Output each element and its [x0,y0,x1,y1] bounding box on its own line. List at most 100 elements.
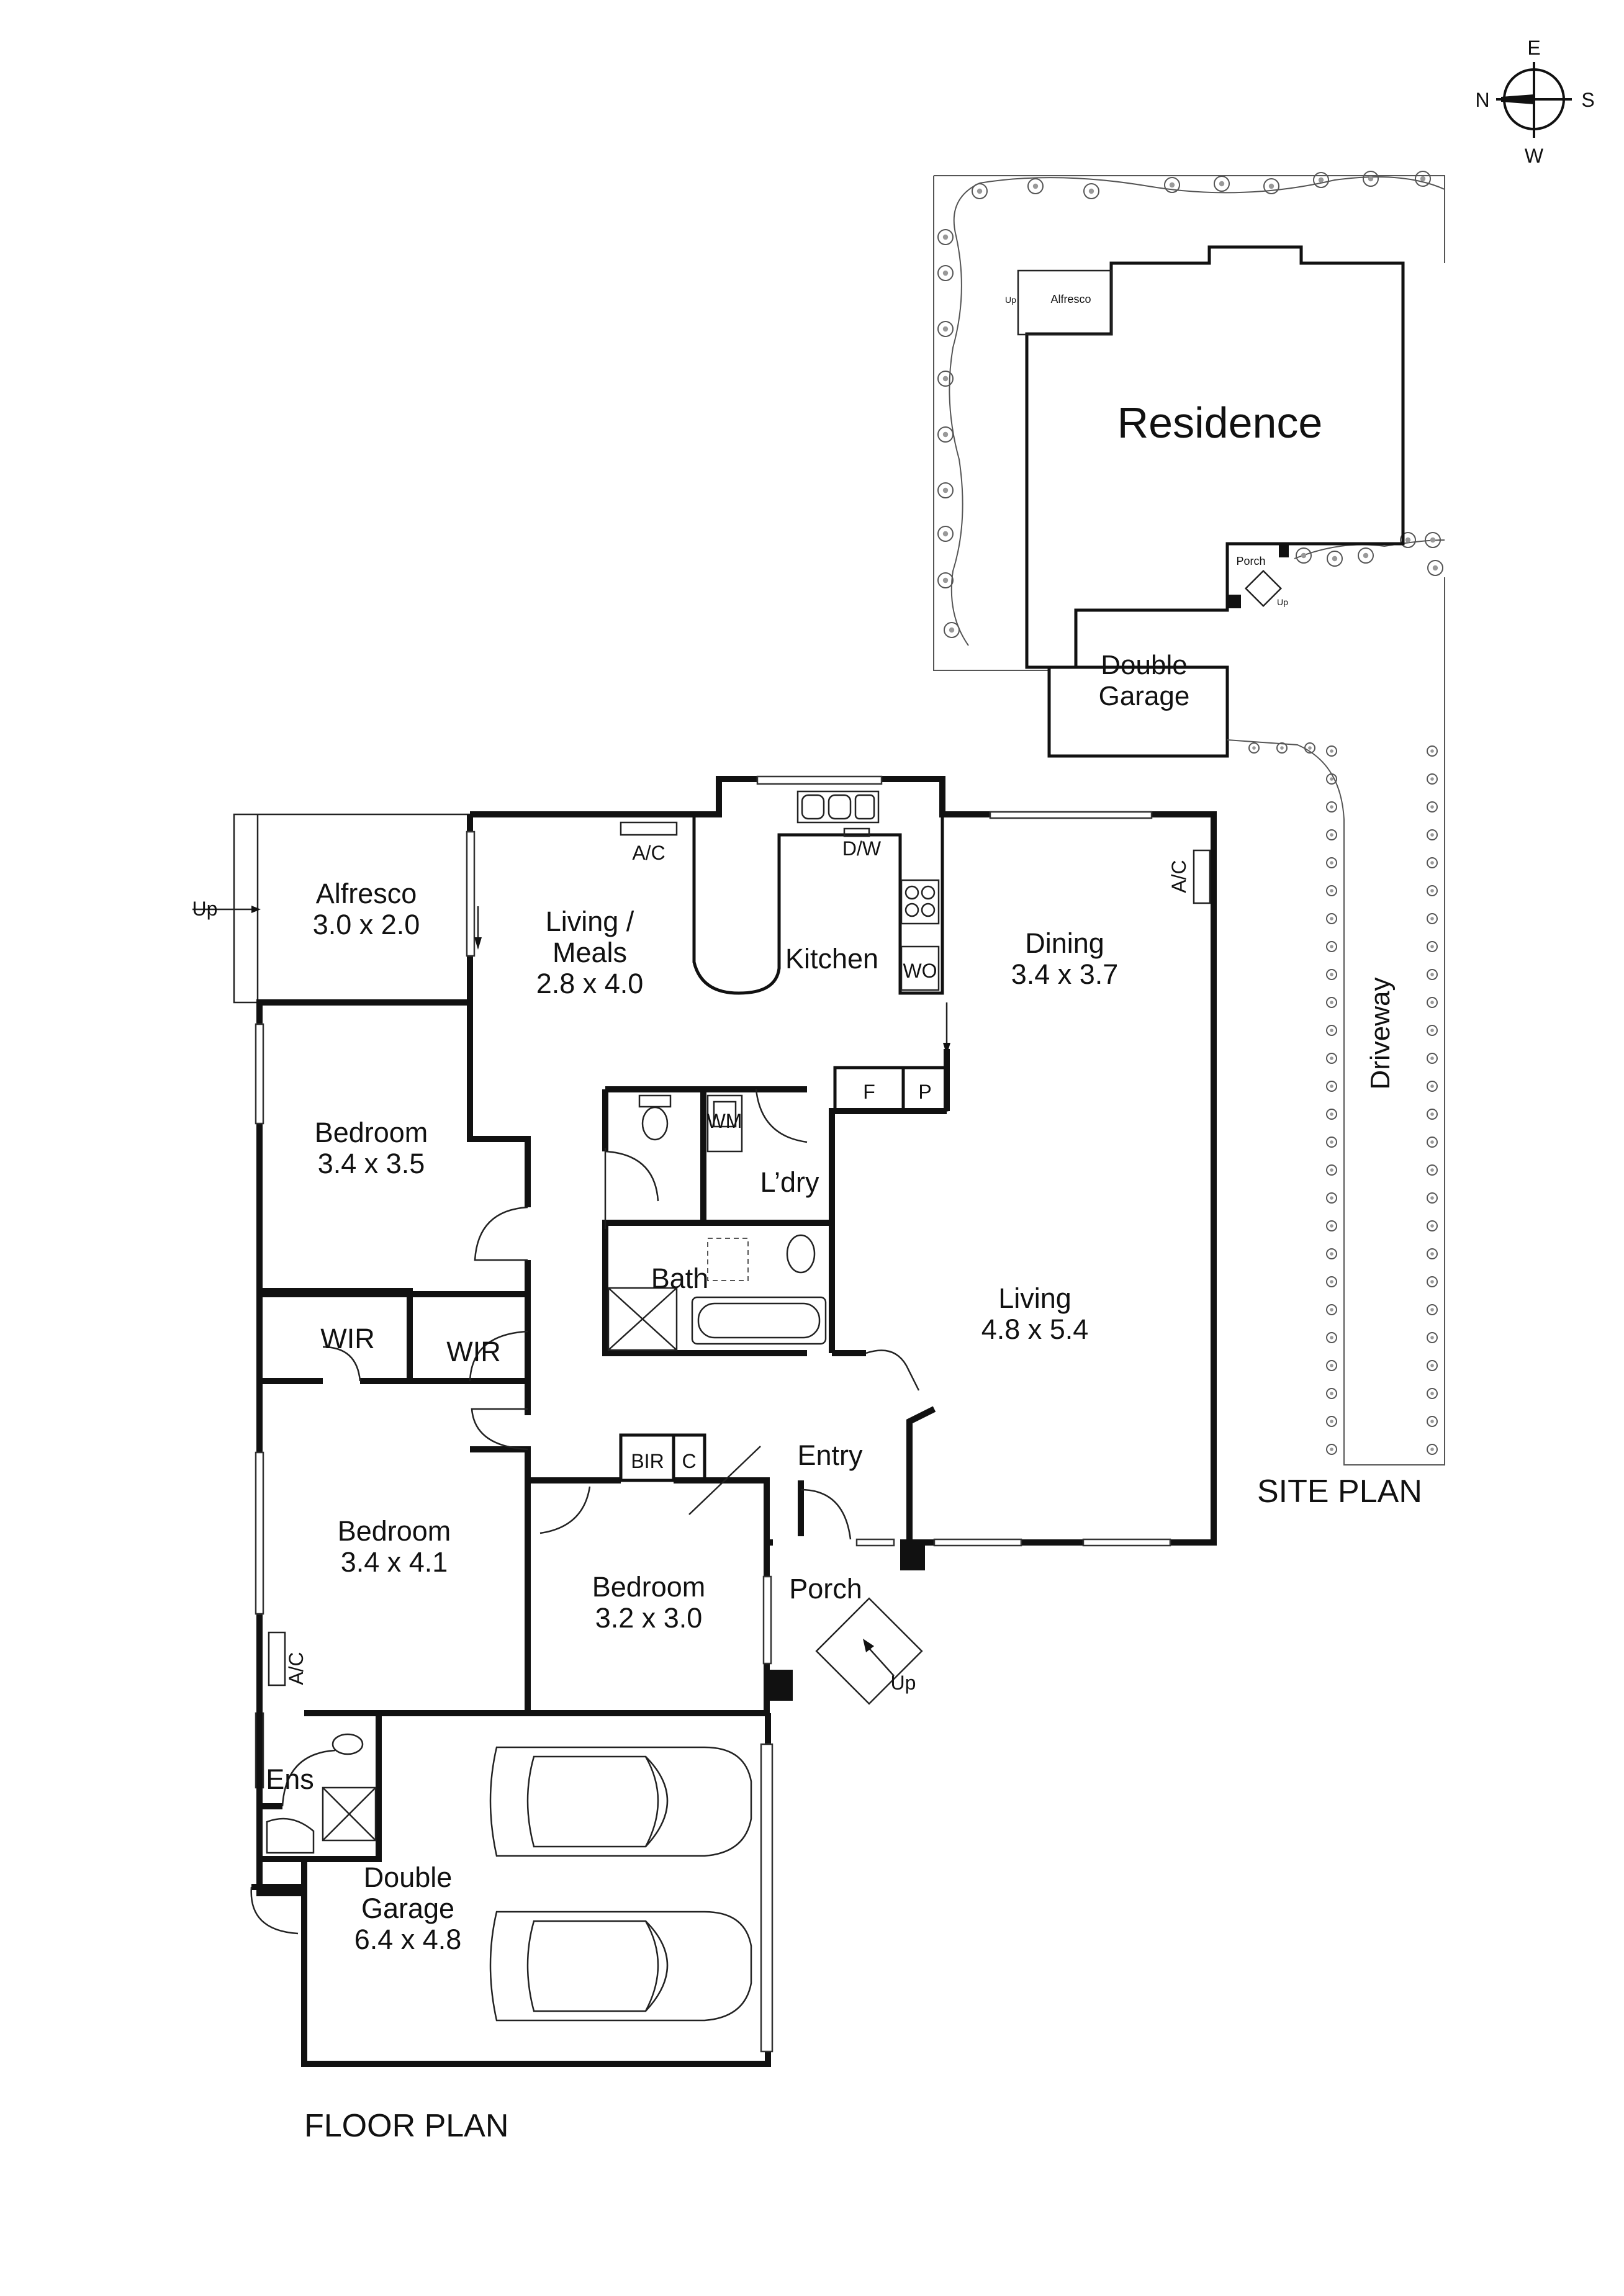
bathtub-icon [691,1296,827,1345]
living-meals-ac: A/C [632,842,665,864]
tree-center [1430,1084,1434,1088]
door-swing [322,1346,361,1382]
tree-icon [1427,857,1438,868]
toilet-cistern-icon [638,1094,672,1108]
tree-icon [1427,913,1438,924]
tree-center [1330,1280,1333,1284]
skylight-icon [707,1238,749,1281]
tree-center [942,487,949,493]
tree-center [1363,552,1369,559]
tree-icon [1427,1304,1438,1315]
entry-label: Entry [797,1439,863,1471]
tree-center [1430,1112,1434,1116]
tree-center [1330,1420,1333,1423]
tree-center [1330,889,1333,893]
floor-plan-heading: FLOOR PLAN [304,2108,508,2144]
tree-center [942,234,949,240]
bedroom1-name: Bedroom [315,1117,428,1148]
porch-step [815,1597,923,1705]
toilet-icon [641,1106,669,1141]
tree-icon [1427,1332,1438,1343]
tree-center [1330,1029,1333,1032]
tree-center [1330,1224,1333,1228]
tree-center [1430,1308,1434,1312]
living-meals-line1: Living / [546,906,634,937]
tree-icon [1326,913,1337,924]
arrow-icon [474,937,482,950]
garage-door[interactable] [760,1743,774,2053]
tree-center [1301,552,1307,559]
tree-icon [1427,1444,1438,1455]
tree-center [1430,1196,1434,1200]
tree-center [1420,176,1426,182]
driveway-trees [1248,742,1438,1455]
tree-icon [1326,829,1337,840]
door-swing [471,1408,528,1451]
tree-center [1430,1056,1434,1060]
window [255,1023,264,1125]
window [255,1451,264,1615]
tree-center [1330,973,1333,976]
site-porch-up: Up [1277,597,1288,607]
site-plan-heading: SITE PLAN [1257,1474,1422,1510]
dining-ac: A/C [1168,860,1190,893]
garden-path-right [1294,539,1445,559]
tree-center [1368,176,1374,182]
bedroom2-size: 3.4 x 4.1 [341,1546,448,1578]
garage-size: 6.4 x 4.8 [354,1924,462,1955]
window [756,775,883,785]
tree-icon [1296,547,1312,564]
bedroom3-name: Bedroom [592,1571,706,1603]
door-swing [469,1330,528,1382]
tree-center [1430,945,1434,948]
porch-pillar [900,1539,925,1570]
living-meals-line2: Meals [553,937,627,968]
tree-icon [1326,801,1337,813]
tree-center [1430,749,1434,753]
bir-label: BIR [631,1450,664,1472]
tree-icon [1326,1025,1337,1036]
tree-center [1430,537,1436,543]
site-alfresco-outline [1017,269,1112,336]
tree-center [1430,1029,1434,1032]
tree-icon [1427,829,1438,840]
tree-center [1430,1336,1434,1339]
tree-icon [1427,1109,1438,1120]
tree-center [1430,777,1434,781]
dining-size: 3.4 x 3.7 [1011,958,1119,990]
tree-center [1430,1420,1434,1423]
tree-icon [1326,1192,1337,1204]
bedroom1-size: 3.4 x 3.5 [318,1148,425,1179]
ensuite-label: Ens [266,1763,314,1795]
tree-icon [1326,1081,1337,1092]
tree-icon [1326,941,1337,952]
tree-icon [1214,176,1230,192]
compass-n: N [1475,89,1489,111]
tree-icon [1425,532,1441,548]
tree-center [1330,1252,1333,1256]
tree-icon [1358,547,1374,564]
tree-center [1219,181,1225,187]
tree-icon [1326,857,1337,868]
tree-icon [1326,1164,1337,1176]
tree-center [942,270,949,276]
tree-icon [1326,1248,1337,1259]
tree-icon [1427,1388,1438,1399]
alfresco-up-label: Up [192,898,218,920]
tree-icon [1427,560,1443,576]
tree-icon [1326,773,1337,785]
tree-icon [1326,1416,1337,1427]
tree-center [1430,1364,1434,1367]
tree-icon [1083,183,1099,199]
tree-icon [1326,1109,1337,1120]
tree-center [1430,833,1434,837]
tree-center [949,627,955,633]
tree-icon [1276,742,1288,754]
ac-unit-icon [1193,849,1211,904]
tree-center [977,188,983,194]
tree-center [1430,917,1434,921]
tree-center [1032,183,1039,189]
tree-icon [937,265,954,281]
tree-center [942,326,949,332]
bath-label: Bath [651,1263,709,1294]
